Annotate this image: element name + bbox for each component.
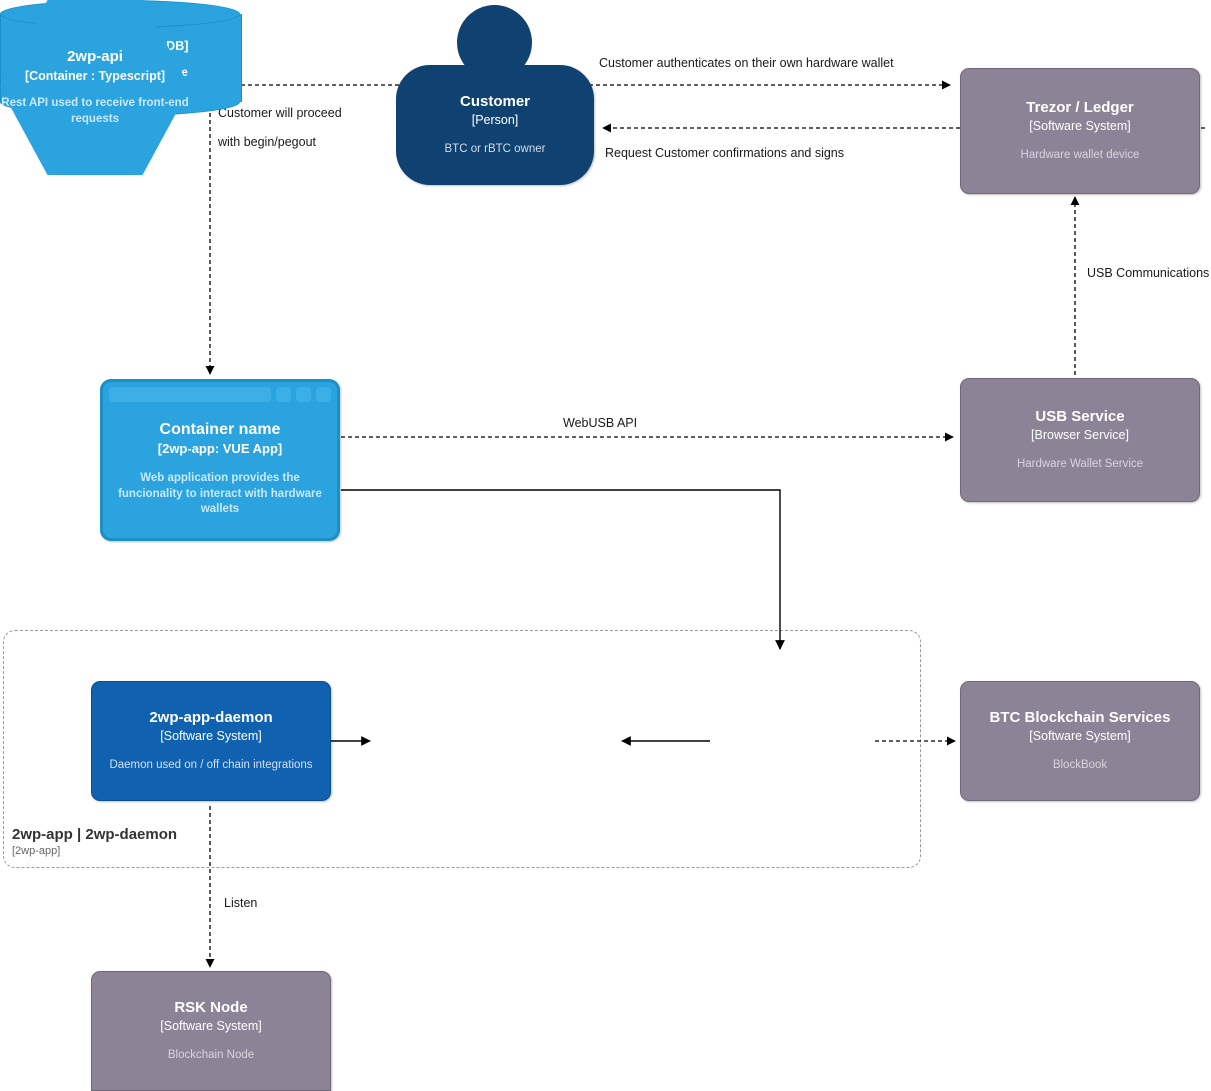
browser-button-icon-1 <box>276 386 291 402</box>
node-2wp-api-title: 2wp-api <box>67 47 123 65</box>
browser-content: Container name [2wp-app: VUE App] Web ap… <box>109 406 331 532</box>
node-2wp-app-daemon-title: 2wp-app-daemon <box>149 708 273 726</box>
node-vue-app-type: [2wp-app: VUE App] <box>157 441 283 457</box>
browser-button-icon-2 <box>296 386 311 402</box>
edge-label-customer-to-vueapp-2: with begin/pegout <box>218 135 316 149</box>
node-customer[interactable]: Customer [Person] BTC or rBTC owner <box>396 65 594 185</box>
node-btc-blockchain-services-description: BlockBook <box>1052 758 1108 771</box>
node-vue-app-description: Web application provides the funcionalit… <box>118 472 322 516</box>
edge-label-trezor-to-customer: Request Customer confirmations and signs <box>605 146 845 160</box>
edge-label-webusb-api: WebUSB API <box>563 416 638 430</box>
node-2wp-app-daemon-description: Daemon used on / off chain integrations <box>109 758 313 771</box>
node-usb-service-description: Hardware Wallet Service <box>1016 457 1144 470</box>
edge-customer-to-vueapp <box>205 84 420 375</box>
edge-label-listen: Listen <box>224 896 258 910</box>
node-btc-blockchain-services[interactable]: BTC Blockchain Services [Software System… <box>960 681 1200 801</box>
node-2wp-api-type: [Container : Typescript] <box>24 68 166 83</box>
browser-button-icon-3 <box>316 386 331 402</box>
boundary-label: 2wp-app | 2wp-daemon [2wp-app] <box>12 826 177 857</box>
node-rsk-node-type: [Software System] <box>160 1019 262 1034</box>
node-2wp-api[interactable]: 2wp-api [Container : Typescript] Rest AP… <box>0 0 190 291</box>
node-trezor-ledger-type: [Software System] <box>1029 119 1131 134</box>
node-vue-app[interactable]: Container name [2wp-app: VUE App] Web ap… <box>100 379 340 541</box>
boundary-type: [2wp-app] <box>12 845 61 857</box>
node-rsk-node[interactable]: RSK Node [Software System] Blockchain No… <box>91 971 331 1091</box>
edge-label-customer-to-vueapp-1: Customer will proceed <box>218 106 342 120</box>
node-usb-service[interactable]: USB Service [Browser Service] Hardware W… <box>960 378 1200 502</box>
node-vue-app-title: Container name <box>159 421 281 439</box>
node-rsk-node-description: Blockchain Node <box>167 1048 255 1061</box>
edge-label-usb-communications: USB Communications <box>1087 266 1210 280</box>
node-usb-service-title: USB Service <box>1035 407 1125 425</box>
node-btc-blockchain-services-title: BTC Blockchain Services <box>989 708 1171 726</box>
node-trezor-ledger[interactable]: Trezor / Ledger [Software System] Hardwa… <box>960 68 1200 194</box>
browser-address-bar <box>109 386 271 402</box>
node-customer-title: Customer <box>459 92 530 110</box>
boundary-name: 2wp-app | 2wp-daemon <box>12 826 178 843</box>
node-customer-description: BTC or rBTC owner <box>444 142 546 155</box>
node-usb-service-type: [Browser Service] <box>1031 428 1129 443</box>
edge-vueapp-to-api <box>341 489 785 650</box>
node-btc-blockchain-services-type: [Software System] <box>1029 729 1131 744</box>
node-rsk-node-title: RSK Node <box>174 998 248 1016</box>
node-trezor-ledger-description: Hardware wallet device <box>1020 148 1140 161</box>
node-2wp-api-text: 2wp-api [Container : Typescript] Rest AP… <box>0 0 200 175</box>
edge-label-customer-to-trezor: Customer authenticates on their own hard… <box>599 56 894 70</box>
node-2wp-app-daemon[interactable]: 2wp-app-daemon [Software System] Daemon … <box>91 681 331 801</box>
node-trezor-ledger-title: Trezor / Ledger <box>1026 98 1134 116</box>
node-2wp-api-description: Rest API used to receive front-end reque… <box>1 96 189 125</box>
node-2wp-app-daemon-type: [Software System] <box>160 729 262 744</box>
browser-chrome-bar <box>103 382 337 406</box>
node-customer-type: [Person] <box>471 113 519 128</box>
